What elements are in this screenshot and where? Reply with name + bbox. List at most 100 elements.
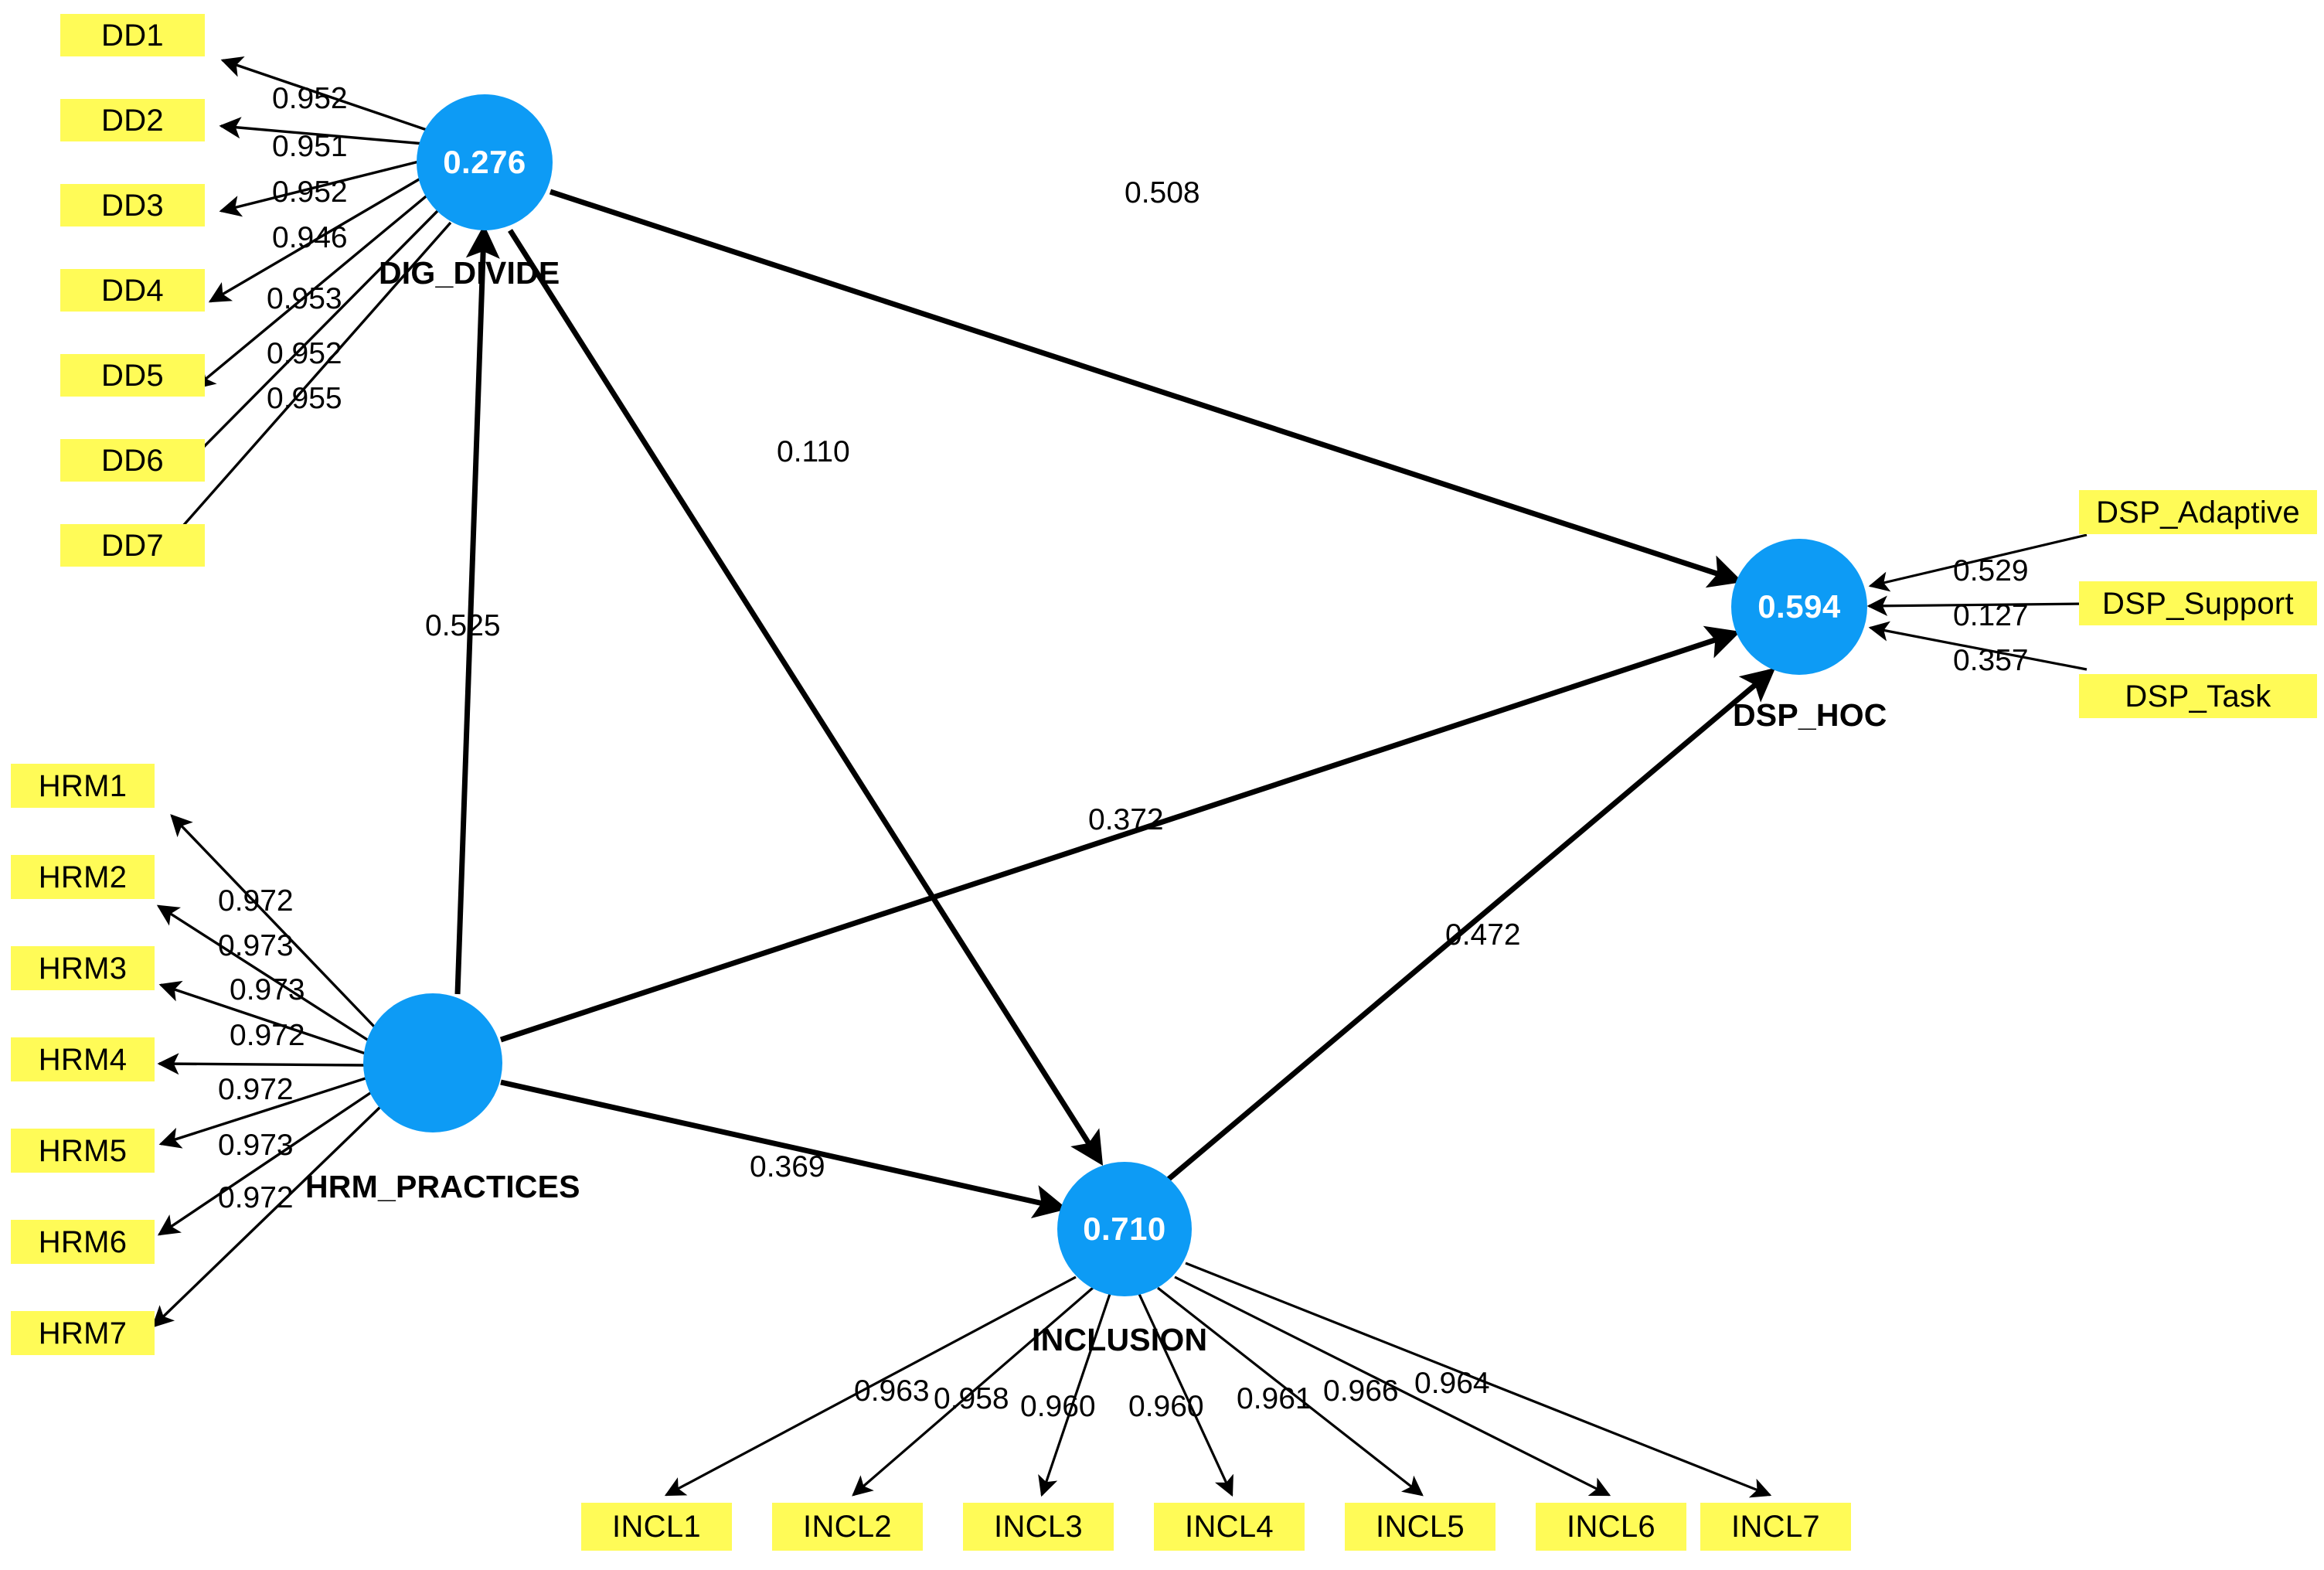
indicator-box-incl5[interactable]: INCL5 xyxy=(1345,1503,1495,1551)
indicator-box-hrm2[interactable]: HRM2 xyxy=(11,855,155,899)
indicator-label: DD5 xyxy=(101,358,164,393)
edge-incl7 xyxy=(1185,1262,1772,1498)
loading-hrm7: 0.972 xyxy=(218,1181,294,1214)
indicator-label: HRM3 xyxy=(38,951,128,986)
inclusion-loading-edges xyxy=(664,1262,1772,1498)
r-squared-value: 0.276 xyxy=(443,144,526,180)
indicator-box-hrm3[interactable]: HRM3 xyxy=(11,946,155,990)
path-hrm-digdivide xyxy=(454,224,500,995)
loading-hrm4: 0.972 xyxy=(230,1019,305,1052)
indicator-box-hrm4[interactable]: HRM4 xyxy=(11,1037,155,1081)
indicator-box-dd7[interactable]: DD7 xyxy=(60,524,205,567)
dsp-loading-edges xyxy=(1866,533,2088,671)
path-coef-inclusion-dsphoc: 0.472 xyxy=(1445,918,1521,952)
latent-label-hrm-practices: HRM_PRACTICES xyxy=(305,1169,580,1204)
edge-dd5 xyxy=(193,192,431,390)
edge-hrm6 xyxy=(157,1090,373,1236)
latent-label-dsp-hoc: DSP_HOC xyxy=(1733,697,1887,733)
edge-dsp-adaptive xyxy=(1868,533,2088,592)
indicator-label: INCL3 xyxy=(994,1510,1083,1544)
loading-incl3: 0.960 xyxy=(1020,1390,1096,1423)
path-inclusion-dsphoc xyxy=(1165,667,1776,1183)
path-coef-hrm-digdivide: 0.525 xyxy=(425,609,501,642)
loading-dsp-task: 0.357 xyxy=(1953,644,2029,677)
indicator-label: DD2 xyxy=(101,103,164,138)
loading-dsp-adaptive: 0.529 xyxy=(1953,554,2029,587)
path-hrm-dsphoc xyxy=(499,625,1741,1043)
loading-incl1: 0.963 xyxy=(854,1374,930,1408)
indicator-label: HRM7 xyxy=(38,1316,128,1350)
path-coef-hrm-dsphoc: 0.372 xyxy=(1088,803,1164,836)
loading-dd1: 0.952 xyxy=(272,82,348,115)
edge-dsp-task xyxy=(1868,621,2088,671)
indicator-label: HRM2 xyxy=(38,860,128,894)
dig-divide-loading-edges xyxy=(153,56,452,560)
indicator-box-dd3[interactable]: DD3 xyxy=(60,184,205,226)
edge-incl6 xyxy=(1174,1275,1611,1497)
latent-label-inclusion: INCLUSION xyxy=(1032,1322,1208,1357)
loading-dd7: 0.955 xyxy=(267,382,342,415)
indicator-box-incl2[interactable]: INCL2 xyxy=(772,1503,923,1551)
indicator-label: INCL6 xyxy=(1567,1510,1655,1544)
loading-dd3: 0.952 xyxy=(272,175,348,209)
indicator-label: DD3 xyxy=(101,188,164,223)
loading-incl7: 0.964 xyxy=(1414,1367,1490,1400)
edge-hrm2 xyxy=(156,904,372,1044)
edge-dd3 xyxy=(219,159,423,217)
structural-edges xyxy=(454,189,1776,1219)
indicator-box-dd4[interactable]: DD4 xyxy=(60,269,205,312)
hrm-loading-edges xyxy=(151,814,382,1328)
indicator-box-incl7[interactable]: INCL7 xyxy=(1700,1503,1851,1551)
latent-node-dsp-hoc[interactable]: 0.594 xyxy=(1731,539,1867,675)
path-hrm-inclusion xyxy=(500,1079,1068,1219)
r-squared-value: 0.594 xyxy=(1757,588,1841,625)
r-squared-value: 0.710 xyxy=(1083,1211,1166,1247)
indicator-box-dd6[interactable]: DD6 xyxy=(60,439,205,482)
indicator-box-incl1[interactable]: INCL1 xyxy=(581,1503,732,1551)
indicator-box-dd1[interactable]: DD1 xyxy=(60,14,205,56)
indicator-box-hrm1[interactable]: HRM1 xyxy=(11,764,155,808)
indicator-label: HRM1 xyxy=(38,768,128,803)
latent-label-dig-divide: DIG_DIVIDE xyxy=(379,255,560,291)
edge-hrm3 xyxy=(158,980,369,1056)
indicator-box-dd5[interactable]: DD5 xyxy=(60,354,205,397)
indicator-label: HRM6 xyxy=(38,1224,128,1259)
latent-node-inclusion[interactable]: 0.710 xyxy=(1057,1162,1192,1296)
edge-dd6 xyxy=(176,209,440,475)
edge-hrm1 xyxy=(170,814,377,1030)
path-coef-digdivide-inclusion: 0.110 xyxy=(777,435,850,468)
loading-hrm6: 0.973 xyxy=(218,1129,294,1162)
edge-dsp-support xyxy=(1866,595,2088,616)
loading-dd4: 0.946 xyxy=(272,221,348,254)
path-coef-digdivide-dsphoc: 0.508 xyxy=(1125,176,1200,209)
indicator-label: DSP_Task xyxy=(2125,679,2271,713)
edge-dd7 xyxy=(153,221,452,560)
loading-incl6: 0.966 xyxy=(1323,1374,1399,1408)
latent-node-dig-divide[interactable]: 0.276 xyxy=(417,94,553,230)
indicator-label: INCL5 xyxy=(1376,1510,1465,1544)
indicator-label: INCL1 xyxy=(612,1510,701,1544)
loading-hrm2: 0.973 xyxy=(218,929,294,962)
indicator-box-dd2[interactable]: DD2 xyxy=(60,99,205,141)
indicator-box-hrm5[interactable]: HRM5 xyxy=(11,1129,155,1173)
edge-dd4 xyxy=(208,175,425,303)
latent-node-hrm-practices[interactable] xyxy=(363,993,502,1132)
indicator-box-incl4[interactable]: INCL4 xyxy=(1154,1503,1305,1551)
loading-hrm5: 0.972 xyxy=(218,1073,294,1106)
edge-dd2 xyxy=(219,117,425,145)
indicator-box-dsp-adaptive[interactable]: DSP_Adaptive xyxy=(2079,490,2317,534)
indicator-box-incl3[interactable]: INCL3 xyxy=(963,1503,1114,1551)
edge-hrm4 xyxy=(157,1053,366,1075)
indicator-label: DD6 xyxy=(101,443,164,478)
indicator-box-incl6[interactable]: INCL6 xyxy=(1536,1503,1686,1551)
indicator-box-dsp-task[interactable]: DSP_Task xyxy=(2079,674,2317,718)
indicator-box-hrm7[interactable]: HRM7 xyxy=(11,1311,155,1355)
path-digdivide-inclusion xyxy=(508,229,1104,1166)
indicator-box-hrm6[interactable]: HRM6 xyxy=(11,1220,155,1264)
loading-incl4: 0.960 xyxy=(1128,1390,1204,1423)
loading-incl2: 0.958 xyxy=(934,1382,1009,1415)
indicator-label: INCL7 xyxy=(1731,1510,1820,1544)
indicator-label: HRM4 xyxy=(38,1042,128,1077)
indicator-box-dsp-support[interactable]: DSP_Support xyxy=(2079,581,2317,625)
path-digdivide-dsphoc xyxy=(549,189,1744,588)
